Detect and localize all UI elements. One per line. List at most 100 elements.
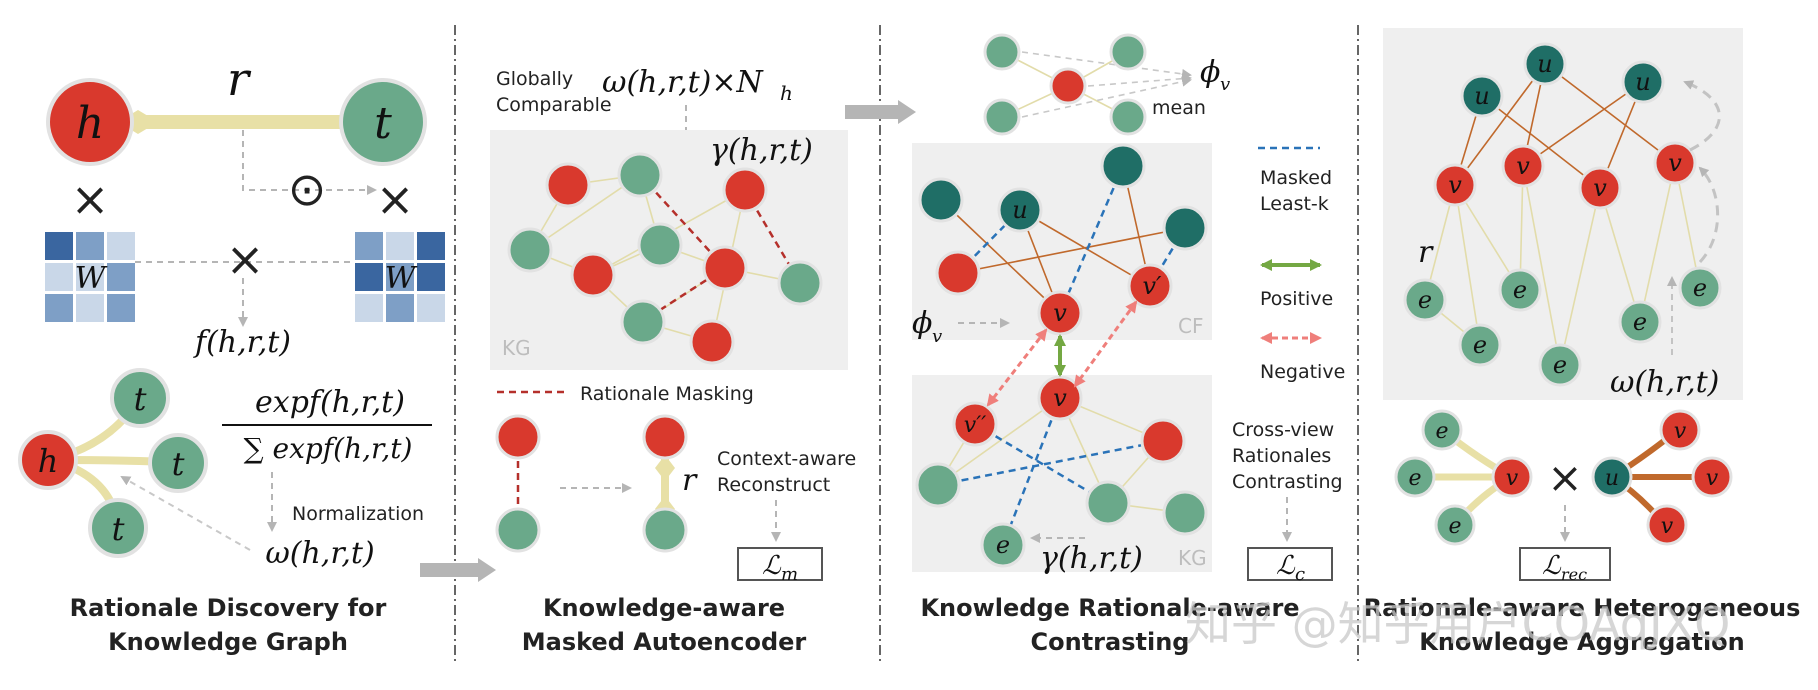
aggregation-panel-background xyxy=(1383,28,1743,400)
fraction-denominator: ∑ expf(h,r,t) xyxy=(244,432,413,465)
caption-line2: Knowledge Aggregation xyxy=(1419,628,1745,656)
star-v-label-3: v xyxy=(1661,514,1674,539)
agg-u-label-2: u xyxy=(1537,50,1552,78)
user-star-graph: u v v v xyxy=(1591,409,1733,546)
loss-sub-c: c xyxy=(1295,564,1305,585)
agg-v-label-1: v xyxy=(1448,171,1462,199)
comparable-label: Comparable xyxy=(496,94,612,116)
watermark: 知乎 @知乎用户COAqJXQ xyxy=(1185,597,1730,651)
omega-n-subscript: h xyxy=(780,81,793,105)
star-v-label-2: v xyxy=(1706,466,1719,491)
kg-masked-edges-p3 xyxy=(937,397,1164,546)
star-tail-label-2: t xyxy=(172,445,185,483)
reconstructed-pair xyxy=(642,414,688,553)
phi-sub-top: v xyxy=(1220,74,1230,95)
agg-v-label-2: v xyxy=(1516,152,1530,180)
agg-e-label-4: e xyxy=(1553,351,1567,379)
loss-sub-m: m xyxy=(781,564,798,585)
agg-relation-label: r xyxy=(1418,235,1434,270)
negative-pair-arrow-1 xyxy=(986,328,1048,407)
times-symbol-left: × xyxy=(71,172,110,226)
masked-pair xyxy=(495,414,541,553)
head-node xyxy=(46,78,134,166)
item-star-graph: e e e v xyxy=(1394,409,1533,546)
star-head-label: h xyxy=(38,442,59,480)
star-e-label-2: e xyxy=(1408,466,1421,491)
transfer-arrow-1-head xyxy=(478,558,496,582)
panel-rationale-contrasting: ϕ v mean CF u v v′ ϕ v xyxy=(912,33,1345,656)
cross-view-label-3: Contrasting xyxy=(1232,471,1343,493)
omega-p4-label: ω(h,r,t) xyxy=(1610,365,1719,400)
cf-u-label: u xyxy=(1012,196,1027,224)
weight-matrix-right: W xyxy=(355,232,445,322)
negative-pair-arrow-2 xyxy=(1073,300,1138,388)
agg-e-label-3: e xyxy=(1473,331,1487,359)
panel-knowledge-aggregation: u u u v v v v e e e e e e r ω(h,r,t) e e… xyxy=(1364,28,1801,656)
star-tail-label-1: t xyxy=(134,380,147,418)
head-label: h xyxy=(76,98,104,149)
context-label-1: Context-aware xyxy=(717,448,856,470)
cf-v-label: v xyxy=(1053,299,1067,327)
cf-label: CF xyxy=(1178,314,1203,338)
loss-symbol-c: ℒ xyxy=(1276,551,1296,581)
normalization-label: Normalization xyxy=(292,503,424,525)
star-e-label-1: e xyxy=(1435,419,1448,444)
phi-sub-cf: v xyxy=(932,326,942,347)
weight-back-arrow xyxy=(120,476,251,551)
gamma-label: γ(h,r,t) xyxy=(710,133,813,168)
aggregation-nodes xyxy=(1403,42,1722,387)
loss-box-m xyxy=(737,547,823,581)
masking-legend-label: Rationale Masking xyxy=(580,383,754,405)
caption-line2: Masked Autoencoder xyxy=(522,628,807,656)
kg-nodes-p3 xyxy=(915,375,1208,568)
star-u-label: u xyxy=(1605,466,1619,491)
cross-view-label-2: Rationales xyxy=(1232,445,1331,467)
omega-n-label: ω(h,r,t)×N xyxy=(602,65,765,100)
weight-matrix-left: W xyxy=(45,232,135,322)
star-tail-node-3 xyxy=(88,498,148,558)
legend-leastk-label: Least-k xyxy=(1260,193,1329,215)
star-v-label-1: v xyxy=(1674,419,1687,444)
legend-positive-label: Positive xyxy=(1260,288,1333,310)
relation-label-p2: r xyxy=(682,463,698,498)
kg-label: KG xyxy=(502,336,531,360)
loss-symbol-rec: ℒ xyxy=(1542,551,1562,581)
context-label-2: Reconstruct xyxy=(717,474,830,496)
cross-view-label-1: Cross-view xyxy=(1232,419,1334,441)
times-symbol-center: × xyxy=(226,232,265,286)
legend-masked-label: Masked xyxy=(1260,167,1332,189)
star-tail-node-1 xyxy=(110,368,170,428)
omega-label: ω(h,r,t) xyxy=(265,536,374,571)
score-function: f(h,r,t) xyxy=(193,325,291,360)
panel-masked-autoencoder: Globally Comparable ω(h,r,t)×N h KG γ(h,… xyxy=(490,65,856,656)
agg-u-label-3: u xyxy=(1635,68,1650,96)
relation-label: r xyxy=(227,52,252,106)
fraction-numerator: expf(h,r,t) xyxy=(255,385,405,420)
kg-e-label: e xyxy=(996,531,1010,559)
star-tail-label-3: t xyxy=(112,510,125,548)
mean-pooling-graph xyxy=(983,33,1192,136)
phi-label-cf: ϕ xyxy=(912,306,932,341)
star-v-label: v xyxy=(1506,466,1519,491)
caption-line1: Rationale-aware Heterogeneous xyxy=(1364,594,1801,622)
caption-line1: Rationale Discovery for xyxy=(70,594,387,622)
agg-u-label-1: u xyxy=(1474,82,1489,110)
gamma-label-p3: γ(h,r,t) xyxy=(1040,541,1143,576)
caption-line1: Knowledge Rationale-aware xyxy=(920,594,1299,622)
hadamard-symbol: ⊙ xyxy=(288,162,327,216)
star-tail-node-2 xyxy=(148,433,208,493)
caption-line2: Contrasting xyxy=(1031,628,1190,656)
cf-vprime-label: v′ xyxy=(1142,272,1162,300)
loss-sub-rec: rec xyxy=(1561,565,1587,584)
aggregate-arrow-1 xyxy=(1698,166,1720,264)
agg-e-label-1: e xyxy=(1418,286,1432,314)
caption-line2: Knowledge Graph xyxy=(108,628,348,656)
panel-separators xyxy=(454,25,1359,665)
star-head-node xyxy=(18,430,78,490)
star-graph: h t t t xyxy=(18,368,251,558)
weight-label-right: W xyxy=(385,261,418,296)
tail-label: t xyxy=(374,98,392,149)
agg-e-label-6: e xyxy=(1693,274,1707,302)
loss-box-c xyxy=(1247,547,1333,581)
